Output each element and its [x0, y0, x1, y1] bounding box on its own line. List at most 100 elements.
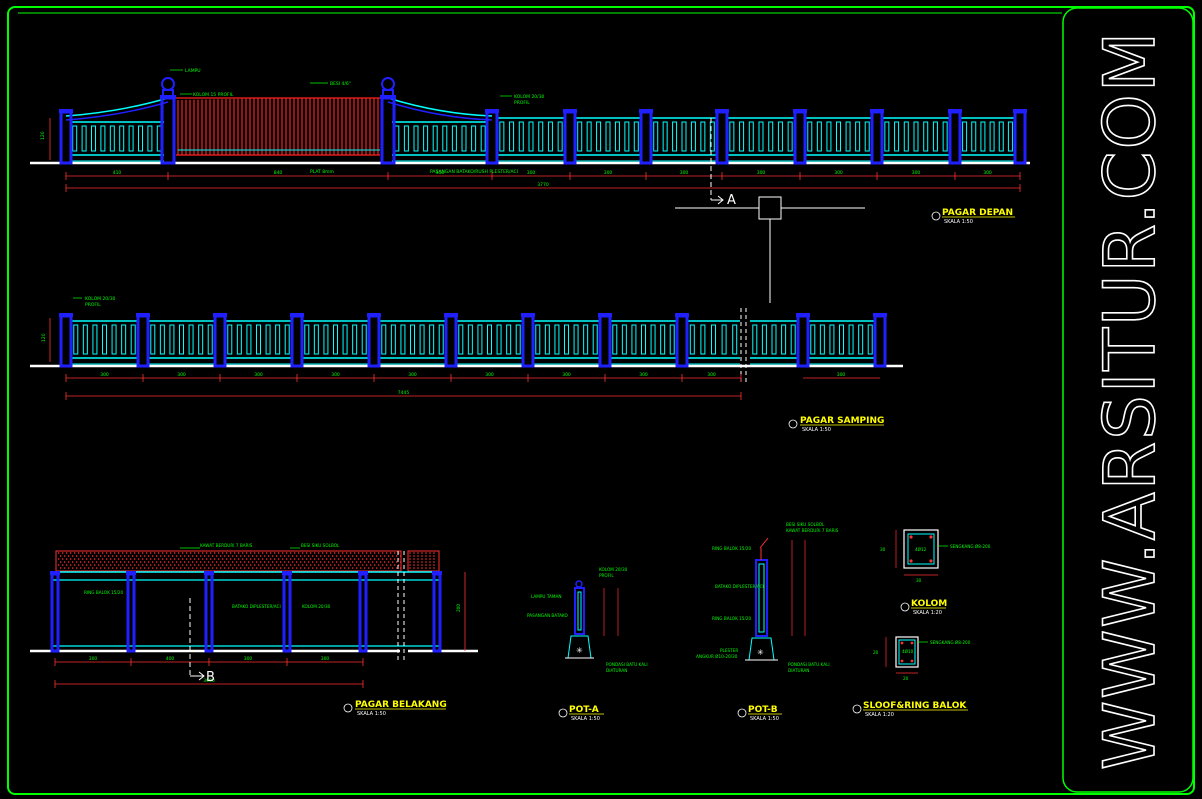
dimension-label: 350 [436, 170, 445, 176]
baluster [227, 324, 233, 355]
barbed-wire-mesh [127, 555, 130, 557]
barbed-wire-mesh [85, 558, 88, 560]
baluster [547, 121, 553, 152]
barbed-wire-mesh [341, 564, 344, 566]
barbed-wire-mesh [129, 558, 132, 560]
baluster [816, 121, 822, 152]
baluster [544, 324, 550, 355]
baluster [496, 324, 502, 355]
baluster [711, 324, 716, 355]
barbed-wire-mesh [151, 555, 154, 557]
barbed-wire-mesh [221, 552, 224, 554]
post-cap [675, 313, 689, 317]
svg-text:RING BALOK 15/20: RING BALOK 15/20 [712, 616, 752, 621]
dimension-label: 300 [639, 372, 648, 378]
barbed-wire-mesh [153, 552, 156, 554]
baluster [614, 121, 620, 152]
dimension-label: 300 [527, 170, 536, 176]
svg-text:RING BALOK 15/20: RING BALOK 15/20 [712, 546, 752, 551]
barbed-wire-mesh [353, 558, 356, 560]
svg-text:RING BALOK 15/20: RING BALOK 15/20 [84, 590, 124, 595]
baluster [471, 125, 477, 152]
post-cap [598, 313, 612, 317]
barbed-wire-mesh [307, 567, 310, 569]
barbed-wire-mesh [67, 561, 70, 563]
barbed-wire-mesh [341, 558, 344, 560]
barbed-wire-mesh [335, 555, 338, 557]
barbed-wire-mesh [287, 567, 290, 569]
barbed-wire-mesh [177, 552, 180, 554]
barbed-wire-mesh [95, 561, 98, 563]
baluster [413, 125, 419, 152]
barbed-wire-mesh [327, 555, 330, 557]
barbed-wire-mesh [211, 567, 214, 569]
barbed-wire-mesh [299, 555, 302, 557]
svg-text:KOLOM: KOLOM [911, 599, 947, 609]
barbed-wire-mesh [197, 552, 200, 554]
fence-post [204, 572, 214, 653]
barbed-wire-mesh [331, 555, 334, 557]
baluster [768, 121, 774, 152]
svg-text:SKALA 1:50: SKALA 1:50 [802, 427, 831, 433]
barbed-wire-mesh [227, 555, 230, 557]
barbed-wire-mesh [335, 567, 338, 569]
barbed-wire-mesh [311, 561, 314, 563]
baluster [913, 121, 919, 152]
barbed-wire-mesh [387, 567, 390, 569]
barbed-wire-mesh [339, 561, 342, 563]
post-cap [213, 313, 227, 317]
barbed-wire-mesh [257, 564, 260, 566]
barbed-wire-mesh [59, 567, 62, 569]
baluster [188, 324, 194, 355]
barbed-wire-mesh [191, 561, 194, 563]
barbed-wire-mesh [115, 555, 118, 557]
barbed-wire-mesh [139, 561, 142, 563]
barbed-wire-mesh [69, 552, 72, 554]
barbed-wire-mesh [409, 567, 411, 569]
barbed-wire-mesh [99, 567, 102, 569]
barbed-wire-mesh [297, 558, 300, 560]
fence-post [521, 314, 535, 368]
barbed-wire-mesh [59, 561, 62, 563]
barbed-wire-mesh [149, 564, 152, 566]
barbed-wire-mesh [307, 555, 310, 557]
sloof-title-block: SLOOF&RING BALOK SKALA 1:20 [852, 701, 968, 718]
barbed-wire-mesh [391, 555, 394, 557]
barbed-wire-mesh [81, 552, 84, 554]
barbed-wire-mesh [79, 567, 82, 569]
svg-text:KOLOM 20/30: KOLOM 20/30 [302, 604, 331, 609]
barbed-wire-mesh [205, 564, 208, 566]
barbed-wire-mesh [167, 567, 170, 569]
svg-text:30: 30 [916, 578, 922, 583]
baluster [732, 324, 738, 355]
barbed-wire-mesh [315, 561, 318, 563]
baluster [848, 324, 854, 355]
barbed-wire-mesh [125, 552, 128, 554]
barbed-wire-mesh [213, 552, 216, 554]
baluster [535, 324, 541, 355]
curved-coping-right [387, 97, 493, 117]
baluster [894, 121, 900, 152]
fence-post [50, 572, 60, 653]
barbed-wire-mesh [273, 552, 276, 554]
barbed-wire-mesh [83, 555, 86, 557]
barbed-wire-mesh [171, 561, 174, 563]
barbed-wire-mesh [251, 561, 254, 563]
barbed-wire-mesh [387, 561, 390, 563]
barbed-wire-mesh [339, 555, 342, 557]
baluster [989, 121, 995, 152]
barbed-wire-mesh [83, 567, 86, 569]
baluster [333, 324, 338, 355]
barbed-wire-mesh [103, 567, 106, 569]
svg-text:ANGKUR Ø10-20/30: ANGKUR Ø10-20/30 [696, 654, 738, 659]
barbed-wire-mesh [105, 558, 108, 560]
barbed-wire-mesh [347, 567, 350, 569]
barbed-wire-mesh [129, 552, 132, 554]
barbed-wire-mesh [367, 567, 370, 569]
barbed-wire-mesh [391, 561, 394, 563]
barbed-wire-mesh [109, 558, 112, 560]
barbed-wire-mesh [147, 561, 150, 563]
barbed-wire-mesh [93, 564, 96, 566]
barbed-wire-mesh [267, 555, 270, 557]
barbed-wire-mesh [311, 555, 314, 557]
